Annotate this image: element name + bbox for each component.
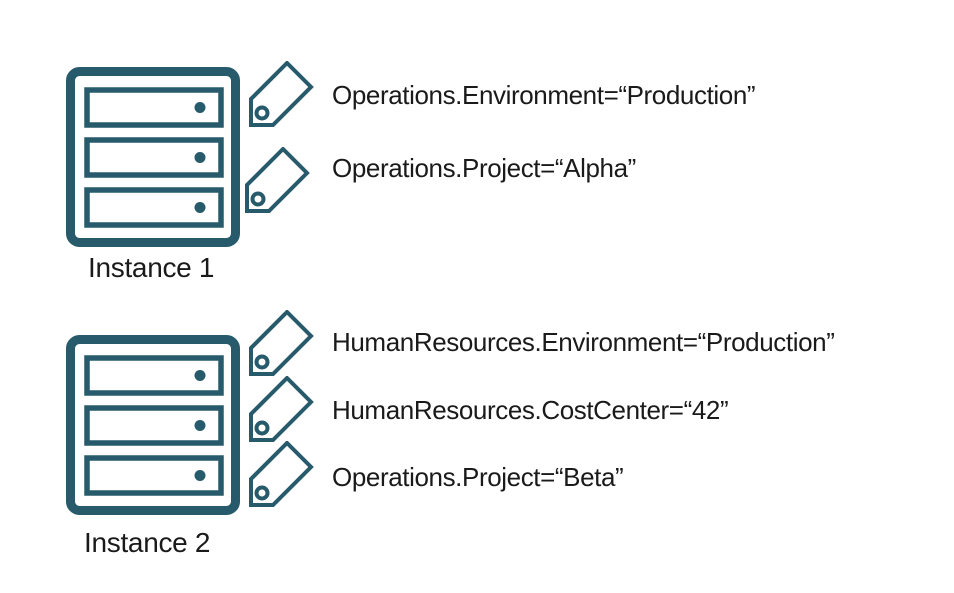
tag-text: Operations.Environment=“Production” — [332, 80, 756, 110]
tag-text: HumanResources.Environment=“Production” — [332, 327, 835, 357]
tag-icon — [249, 376, 313, 442]
tag-text: Operations.Project=“Beta” — [332, 462, 624, 492]
tag-icon — [249, 61, 313, 127]
instance-label: Instance 2 — [84, 527, 211, 558]
tag-icon — [249, 310, 313, 376]
server-icon — [66, 67, 240, 247]
instance-label: Instance 1 — [88, 252, 215, 283]
tag-text: HumanResources.CostCenter=“42” — [332, 395, 729, 425]
server-icon — [66, 335, 240, 515]
tag-text: Operations.Project=“Alpha” — [332, 153, 636, 183]
tag-icon — [245, 147, 309, 213]
tag-icon — [249, 441, 313, 507]
